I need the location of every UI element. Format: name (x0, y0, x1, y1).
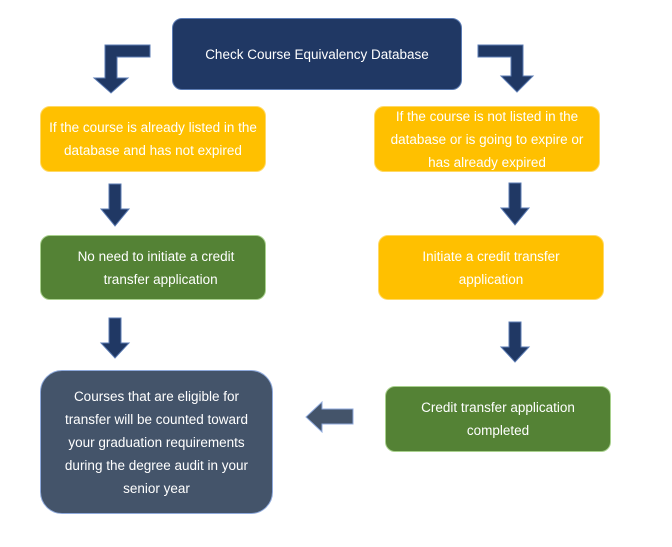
right-action-box: Initiate a credit transfer application (378, 235, 604, 300)
completed-line: Credit transfer application (421, 400, 575, 415)
bent-arrow-left-icon (92, 44, 151, 94)
right-condition-line: database or is going to expire or (390, 131, 584, 147)
left-action-line: No need to initiate a credit (77, 248, 235, 264)
left-action-box: No need to initiate a credit transfer ap… (40, 235, 266, 300)
down-arrow-right-1-icon (499, 182, 531, 226)
result-line: your graduation requirements (68, 434, 245, 450)
down-arrow-right-2-icon (499, 321, 531, 363)
right-action-line: Initiate a credit transfer (422, 248, 560, 264)
left-condition-line: If the course is already listed in the (49, 120, 257, 135)
bent-arrow-right-icon (477, 44, 535, 93)
left-condition-box: If the course is already listed in the d… (40, 106, 266, 172)
result-line: Courses that are eligible for (73, 388, 240, 404)
result-line: senior year (123, 480, 190, 496)
down-arrow-left-2-icon (99, 317, 131, 359)
completed-line: completed (466, 423, 530, 438)
result-line: transfer will be counted toward (64, 411, 249, 427)
down-arrow-left-1-icon (99, 183, 131, 227)
right-action-line: application (458, 271, 524, 287)
left-arrow-icon (305, 400, 354, 434)
left-condition-line: database and has not expired (64, 143, 242, 158)
right-condition-line: has already expired (428, 154, 546, 170)
start-label: Check Course Equivalency Database (205, 46, 429, 62)
result-line: during the degree audit in your (64, 457, 249, 473)
completed-box: Credit transfer application completed (385, 386, 611, 452)
left-action-line: transfer application (103, 271, 218, 287)
result-box: Courses that are eligible for transfer w… (40, 370, 273, 514)
right-condition-line: If the course is not listed in the (395, 108, 579, 124)
right-condition-box: If the course is not listed in the datab… (374, 106, 600, 172)
start-box: Check Course Equivalency Database (172, 18, 462, 90)
